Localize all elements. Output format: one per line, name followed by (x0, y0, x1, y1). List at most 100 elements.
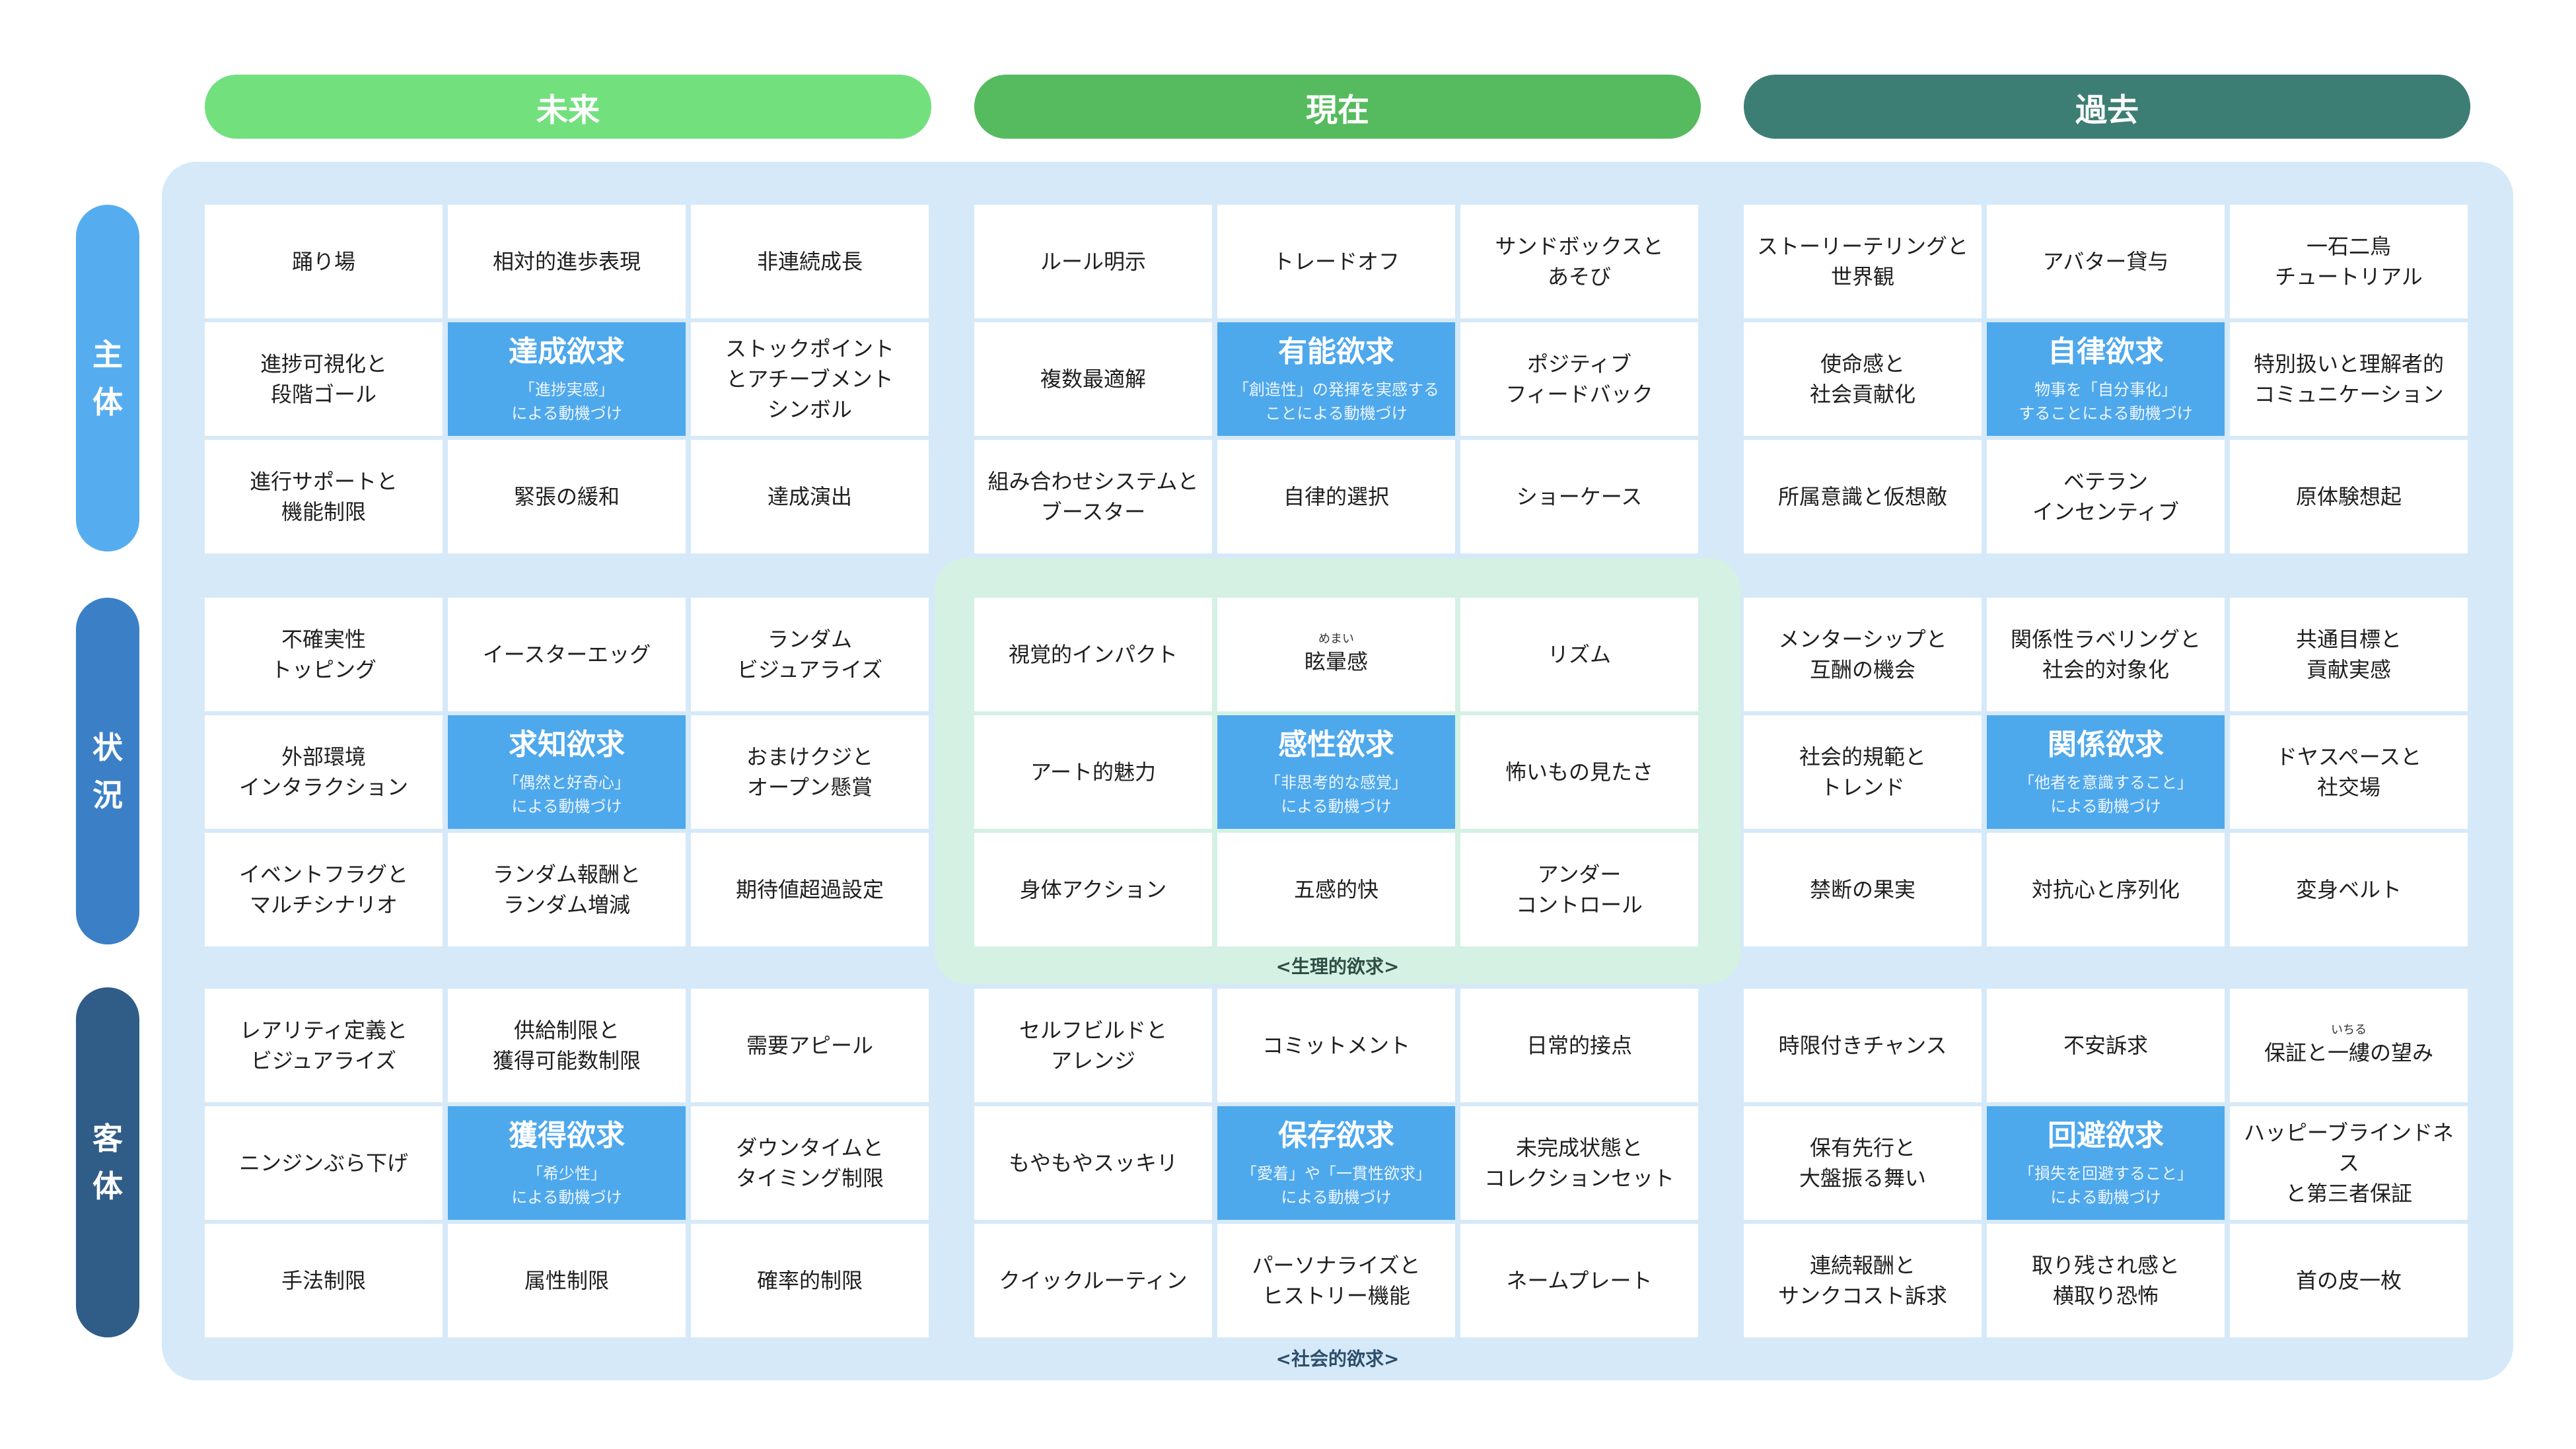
tactic-text: 保証と一縷の望み (2264, 1040, 2433, 1065)
tactic-text: 需要アピール (746, 1033, 873, 1058)
ruby-text-group: いちる保証と一縷の望み (2264, 1023, 2433, 1068)
tactic-cell: ランダム報酬とランダム増減 (448, 833, 686, 946)
tactic-cell: 保有先行と大盤振る舞い (1744, 1106, 1982, 1220)
tactic-text: ハッピーブラインドネス (2243, 1120, 2454, 1176)
tactic-cell: ポジティブフィードバック (1460, 322, 1698, 436)
tactic-cell: 属性制限 (448, 1224, 686, 1337)
tactic-text: コミュニケーション (2254, 382, 2444, 407)
tactic-text: アレンジ (1050, 1048, 1135, 1073)
motivation-description: による動機づけ (511, 797, 622, 816)
tactic-text: ストックポイント (725, 336, 894, 361)
row-header-char: 主 (92, 336, 123, 372)
tactic-cell: 緊張の緩和 (448, 440, 686, 553)
tactic-text: と第三者保証 (2285, 1181, 2412, 1206)
tactic-text: チュートリアル (2275, 264, 2423, 289)
tactic-text: 踊り場 (291, 249, 355, 274)
motivation-title: 感性欲求 (1278, 728, 1394, 761)
tactic-cell: 原体験想起 (2230, 440, 2468, 553)
tactic-cell: 供給制限と獲得可能数制限 (448, 989, 686, 1102)
tactic-text: 組み合わせシステムと (987, 469, 1199, 494)
tactic-text: 首の皮一枚 (2295, 1268, 2402, 1293)
tactic-text: ニンジンぶら下げ (238, 1150, 408, 1176)
motivation-description: による動機づけ (511, 1188, 622, 1207)
tactic-cell: ベテランインセンティブ (1987, 440, 2225, 553)
tactic-cell: イベントフラグとマルチシナリオ (205, 833, 443, 946)
tactic-text: 社会貢献化 (1809, 382, 1915, 407)
tactic-text: 大盤振る舞い (1799, 1166, 1926, 1191)
row-header-char: 客 (92, 1121, 123, 1156)
column-header-now: 現在 (974, 75, 1701, 139)
tactic-cell: 使命感と社会貢献化 (1744, 322, 1982, 436)
motivation-description: による動機づけ (511, 404, 622, 423)
tactic-text: 五感的快 (1293, 877, 1378, 902)
tactic-text: 日常的接点 (1526, 1033, 1632, 1058)
tactic-cell: 相対的進歩表現 (448, 205, 686, 318)
tactic-cell: おまけクジとオープン懸賞 (691, 715, 929, 829)
tactic-cell: 不安訴求 (1987, 989, 2225, 1102)
motivation-title: 達成欲求 (509, 335, 625, 369)
tactic-text: コレクションセット (1484, 1166, 1674, 1191)
tactic-text: ドヤスペースと (2275, 744, 2422, 769)
tactic-cell: メンターシップと互酬の機会 (1744, 598, 1982, 711)
tactic-text: 原体験想起 (2295, 484, 2402, 509)
row-header-char: 体 (92, 1168, 123, 1204)
tactic-cell: いちる保証と一縷の望み (2230, 989, 2468, 1102)
tactic-text: 自律的選択 (1283, 484, 1389, 509)
motivation-description: 「他者を意識すること」 (2019, 773, 2193, 792)
tactic-cell: アバター貸与 (1987, 205, 2225, 318)
tactic-text: 所属意識と仮想敵 (1777, 484, 1947, 509)
motivation-title: 獲得欲求 (509, 1119, 625, 1152)
motivation-center-cell: 感性欲求「非思考的な感覚」による動機づけ (1217, 715, 1455, 829)
tactic-text: セルフビルドと (1019, 1018, 1167, 1043)
motivation-center-cell: 求知欲求「偶然と好奇心」による動機づけ (448, 715, 686, 829)
tactic-text: サンクコスト訴求 (1777, 1283, 1947, 1308)
tactic-text: 非連続成長 (756, 249, 863, 274)
tactic-cell: 日常的接点 (1460, 989, 1698, 1102)
tactic-text: 未完成状態と (1515, 1135, 1643, 1160)
tactic-text: 時限付きチャンス (1778, 1033, 1947, 1058)
tactic-text: イースターエッグ (482, 642, 651, 667)
tactic-cell: パーソナライズとヒストリー機能 (1217, 1224, 1455, 1337)
tactic-text: インタラクション (238, 775, 408, 800)
tactic-text: 獲得可能数制限 (492, 1048, 641, 1073)
motivation-description: 「愛着」や「一貫性欲求」 (1241, 1164, 1431, 1183)
tactic-text: ランダム増減 (503, 892, 630, 917)
tactic-text: 複数最適解 (1040, 367, 1146, 392)
row-header-object: 客 体 (76, 987, 139, 1337)
motivation-center-cell: 有能欲求「創造性」の発揮を実感することによる動機づけ (1217, 322, 1455, 436)
tactic-text: アート的魅力 (1030, 760, 1157, 785)
tactic-cell: 複数最適解 (974, 322, 1212, 436)
tactic-text: 保有先行と (1809, 1135, 1915, 1160)
tactic-cell: 五感的快 (1217, 833, 1455, 946)
motivation-center-cell: 回避欲求「損失を回避すること」による動機づけ (1987, 1106, 2225, 1220)
tactic-cell: 対抗心と序列化 (1987, 833, 2225, 946)
tactic-cell: 関係性ラベリングと社会的対象化 (1987, 598, 2225, 711)
physiological-needs-label: <生理的欲求> (1275, 956, 1400, 977)
tactic-text: 共通目標と (2295, 627, 2402, 652)
tactic-cell: 時限付きチャンス (1744, 989, 1982, 1102)
tactic-cell: ランダムビジュアライズ (691, 598, 929, 711)
tactic-cell: クイックルーティン (974, 1224, 1212, 1337)
tactic-cell: 特別扱いと理解者的コミュニケーション (2230, 322, 2468, 436)
tactic-cell: 外部環境インタラクション (205, 715, 443, 829)
tactic-text: ブースター (1040, 499, 1146, 524)
tactic-text: サンドボックスと (1495, 234, 1664, 259)
tactic-cell: ドヤスペースと社交場 (2230, 715, 2468, 829)
motivation-description: 「創造性」の発揮を実感する (1233, 380, 1439, 399)
motivation-center-cell: 達成欲求「進捗実感」による動機づけ (448, 322, 686, 436)
tactic-text: 使命感と (1820, 351, 1905, 376)
motivation-title: 求知欲求 (509, 728, 625, 761)
tactic-text: おまけクジと (746, 744, 873, 769)
tactic-cell: 手法制限 (205, 1224, 443, 1337)
tactic-cell: 変身ベルト (2230, 833, 2468, 946)
tactic-text: ポジティブ (1526, 351, 1632, 376)
tactic-cell: サンドボックスとあそび (1460, 205, 1698, 318)
tactic-cell: 踊り場 (205, 205, 443, 318)
tactic-cell: もやもやスッキリ (974, 1106, 1212, 1220)
motivation-description: による動機づけ (2050, 797, 2161, 816)
tactic-cell: 未完成状態とコレクションセット (1460, 1106, 1698, 1220)
motivation-description: 「偶然と好奇心」 (503, 773, 630, 792)
tactic-text: トレンド (1820, 775, 1905, 800)
motivation-description: による動機づけ (2050, 1188, 2161, 1207)
tactic-cell: 非連続成長 (691, 205, 929, 318)
